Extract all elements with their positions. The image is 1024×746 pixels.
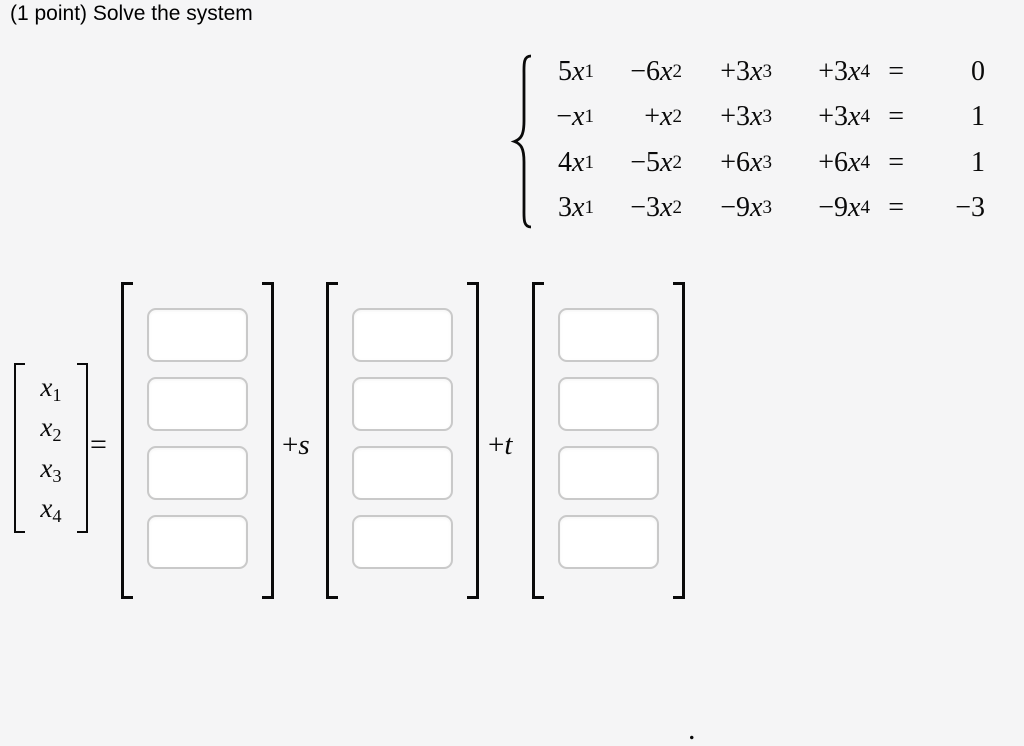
eq4-rhs: −3 [955, 192, 985, 224]
s-vector-input-4[interactable] [352, 515, 453, 569]
plus-t-label: +t [488, 429, 513, 461]
s-vector-input-1[interactable] [352, 308, 453, 362]
vector-entry-x2: x2 [40, 412, 62, 446]
eq4-equals: = [888, 192, 904, 224]
eq1-equals: = [888, 55, 904, 87]
solution-area: x1 x2 x3 x4 = +s +t [0, 282, 1024, 745]
t-vector-input-1[interactable] [558, 308, 659, 362]
base-vector-input-3[interactable] [147, 446, 248, 500]
base-vector-input-2[interactable] [147, 377, 248, 431]
plus-s-label: +s [282, 429, 310, 461]
vector-entry-x4: x4 [40, 493, 62, 527]
left-curly-brace-icon [510, 54, 532, 229]
left-bracket-icon [532, 282, 544, 599]
equals-sign: = [90, 428, 107, 461]
right-bracket-icon [77, 363, 88, 533]
t-vector-input-4[interactable] [558, 515, 659, 569]
base-vector-input-4[interactable] [147, 515, 248, 569]
s-vector-input-3[interactable] [352, 446, 453, 500]
t-vector-group [532, 282, 685, 599]
right-bracket-icon [673, 282, 685, 599]
vector-entry-x1: x1 [40, 371, 62, 405]
left-bracket-icon [14, 363, 25, 533]
eq3-rhs: 1 [971, 146, 985, 178]
vector-entry-x3: x3 [40, 452, 62, 486]
base-vector-input-1[interactable] [147, 308, 248, 362]
sentence-period: . [688, 713, 696, 746]
problem-title: (1 point) Solve the system [10, 2, 253, 25]
eq3-equals: = [888, 146, 904, 178]
right-bracket-icon [262, 282, 274, 599]
s-vector-input-2[interactable] [352, 377, 453, 431]
variable-vector: x1 x2 x3 x4 [14, 363, 88, 533]
left-bracket-icon [121, 282, 133, 599]
s-vector-group [326, 282, 479, 599]
right-bracket-icon [467, 282, 479, 599]
t-vector-input-2[interactable] [558, 377, 659, 431]
eq1-rhs: 0 [971, 55, 985, 87]
eq2-equals: = [888, 101, 904, 133]
left-bracket-icon [326, 282, 338, 599]
t-vector-input-3[interactable] [558, 446, 659, 500]
eq2-rhs: 1 [971, 101, 985, 133]
base-vector-group [121, 282, 274, 599]
